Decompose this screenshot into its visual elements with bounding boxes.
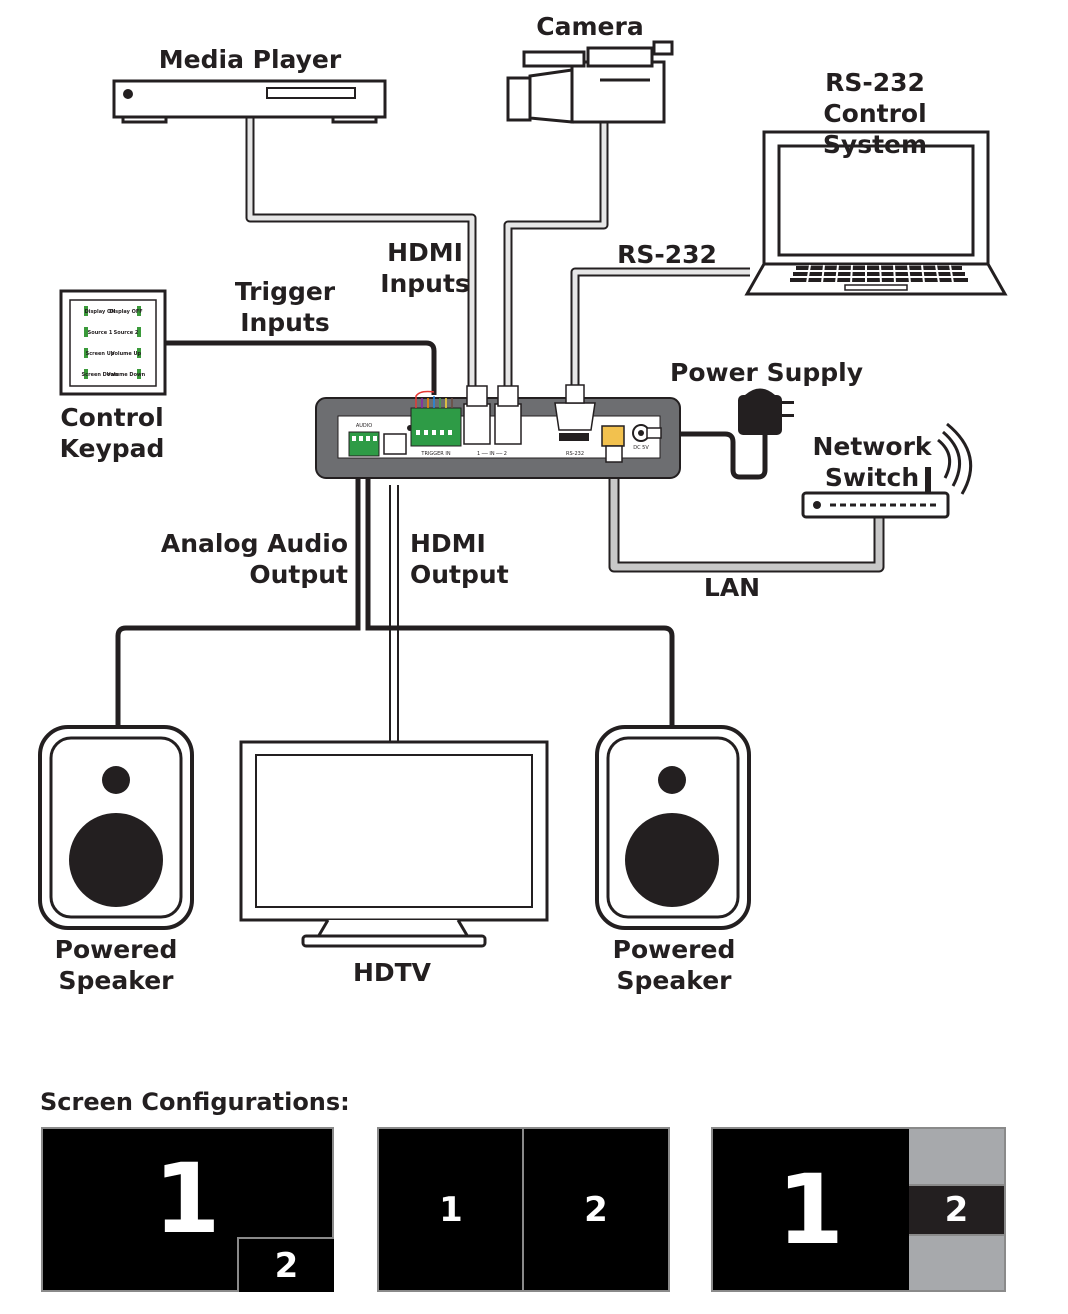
analog-audio-output-text: Analog Audio Output: [160, 529, 348, 589]
keypad-btn-label: Volume Down: [107, 372, 146, 378]
power-supply-icon: [738, 388, 794, 435]
pip-inset-number: 2: [274, 1245, 299, 1286]
rs232-system-text: RS-232 Control System: [822, 68, 928, 159]
trigger-port-label: TRIGGER IN: [420, 451, 450, 457]
audio-port-label: AUDIO: [356, 423, 372, 429]
ms-side-number: 2: [944, 1190, 969, 1230]
camera-icon: [506, 40, 674, 124]
network-switch-text: Network Switch: [812, 432, 932, 492]
camera-label: Camera: [536, 12, 644, 41]
keypad-btn-label: Screen Down: [82, 372, 119, 378]
screen-config-pip: 1 2: [41, 1127, 334, 1292]
hdmi-output-port: [383, 433, 407, 455]
audio-terminal: [348, 431, 380, 457]
screen-config-side-by-side: 1 2: [377, 1127, 670, 1292]
ms-side-window: 2: [909, 1184, 1004, 1236]
powered-speaker-right-icon: [595, 725, 751, 930]
media-player-hdmi-cable: [245, 118, 477, 395]
laptop-icon: [744, 130, 1008, 296]
power-supply-label: Power Supply: [670, 358, 864, 387]
ms-side-top: [909, 1129, 1004, 1184]
media-player-label: Media Player: [158, 45, 342, 74]
rs232-port: [554, 402, 596, 431]
powered-speaker-right-label: Powered Speaker: [604, 934, 744, 996]
hdmi-output-text: HDMI Output: [410, 529, 509, 589]
hdmi-input-1-port: [463, 403, 491, 445]
rs232-system-label: RS-232 Control System: [770, 67, 980, 160]
hdmi-inputs-text: HDMI Inputs: [380, 238, 470, 298]
camera-hdmi-cable: [503, 120, 609, 395]
pip-main-number: 1: [153, 1143, 221, 1255]
keypad-btn-label: Display OFF: [109, 309, 142, 315]
ms-side-bottom: [909, 1236, 1004, 1290]
network-switch-icon: [801, 422, 973, 519]
hdmi-inputs-label: HDMI Inputs: [370, 237, 480, 299]
lan-cable: [608, 462, 885, 573]
sbs-right-number: 2: [584, 1189, 608, 1230]
trigger-inputs-text: Trigger Inputs: [234, 277, 336, 337]
analog-audio-output-label: Analog Audio Output: [150, 528, 348, 590]
powered-speaker-left-text: Powered Speaker: [54, 935, 178, 995]
audio-cable-left: [115, 470, 361, 728]
control-keypad-icon: Display ON Display OFF Source 1 Source 2…: [59, 289, 167, 396]
keypad-btn-label: Screen Up: [86, 351, 115, 357]
lan-port: [601, 425, 625, 447]
screen-configurations-title: Screen Configurations:: [40, 1088, 350, 1116]
powered-speaker-right-text: Powered Speaker: [612, 935, 736, 995]
rs232-port-label: RS-232: [566, 451, 584, 457]
hdmi-output-label: HDMI Output: [410, 528, 520, 590]
power-cable: [650, 431, 768, 480]
media-player-icon: [112, 79, 387, 124]
hdtv-icon: [239, 740, 549, 948]
hdmi-in-port-label: 1 ── IN ── 2: [477, 451, 507, 457]
rs232-cable-label: RS-232: [617, 240, 717, 269]
trigger-inputs-label: Trigger Inputs: [220, 276, 350, 338]
trigger-cable: [163, 340, 437, 395]
pip-inset-window: 2: [237, 1237, 334, 1292]
lan-label: LAN: [703, 573, 761, 602]
control-keypad-text: Control Keypad: [59, 403, 165, 463]
keypad-btn-label: Display ON: [85, 309, 116, 315]
rs232-cable: [570, 267, 750, 395]
sbs-divider: [522, 1129, 524, 1290]
powered-speaker-left-label: Powered Speaker: [46, 934, 186, 996]
keypad-btn-label: Source 1: [88, 330, 113, 336]
keypad-btn-label: Volume Up: [111, 351, 142, 357]
powered-speaker-left-icon: [38, 725, 194, 930]
ms-main-number: 1: [777, 1153, 844, 1266]
sbs-left-number: 1: [439, 1189, 463, 1230]
scaler-device: AUDIO TRIGGER IN 1 ── IN ── 2 RS-232: [315, 384, 681, 479]
keypad-btn-label: Source 2: [114, 330, 139, 336]
network-switch-label: Network Switch: [812, 431, 932, 493]
control-keypad-label: Control Keypad: [52, 402, 172, 464]
dc-port-label: DC 5V: [633, 445, 649, 451]
hdtv-label: HDTV: [352, 958, 432, 987]
hdmi-input-2-port: [494, 403, 522, 445]
trigger-terminal: [410, 407, 462, 447]
audio-cable-right: [365, 470, 675, 728]
screen-config-main-side: 1 2: [711, 1127, 1006, 1292]
